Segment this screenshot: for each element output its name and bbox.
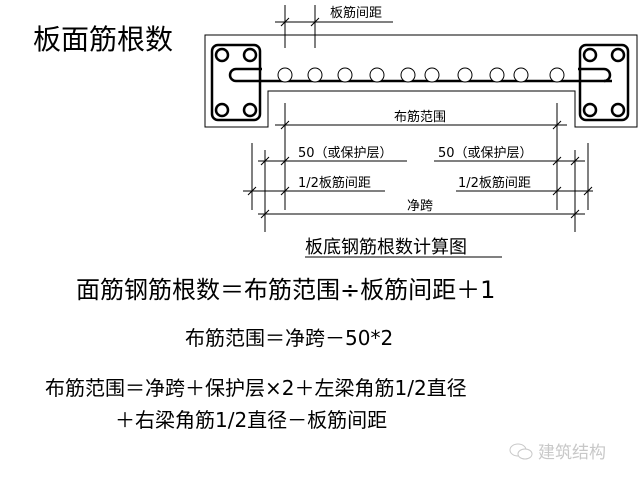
watermark: 建筑结构	[508, 438, 606, 463]
right-beam-cage	[578, 43, 630, 122]
half-spacing-left: 1/2板筋间距	[298, 175, 371, 191]
left-beam-cage	[210, 43, 612, 122]
dimension-lines	[243, 5, 593, 258]
cover-label-right: 50（或保护层）	[438, 146, 533, 161]
watermark-text: 建筑结构	[538, 443, 606, 463]
wechat-icon	[509, 443, 533, 459]
range-formula-full-line2: ＋右梁角筋1/2直径－板筋间距	[115, 408, 388, 432]
spacing-label: 板筋间距	[330, 5, 382, 21]
slide-title: 板面筋根数	[33, 23, 174, 56]
range-formula-simple: 布筋范围＝净跨－50*2	[185, 326, 394, 350]
half-spacing-right: 1/2板筋间距	[458, 175, 531, 191]
cover-label-left: 50（或保护层）	[298, 146, 393, 161]
clear-span-label: 净跨	[407, 199, 433, 214]
range-label: 布筋范围	[394, 109, 446, 125]
slab-bars	[277, 67, 565, 83]
main-formula: 面筋钢筋根数＝布筋范围÷板筋间距＋1	[76, 276, 496, 304]
slab-outline	[204, 34, 638, 128]
diagram-caption: 板底钢筋根数计算图	[305, 237, 467, 258]
slab-rebar-diagram: 板筋间距 布筋范围 50（或保护层） 50（或保护层） 1/2板筋间距 1/2板…	[204, 5, 638, 258]
range-formula-full-line1: 布筋范围＝净跨＋保护层×2＋左梁角筋1/2直径	[45, 376, 467, 400]
